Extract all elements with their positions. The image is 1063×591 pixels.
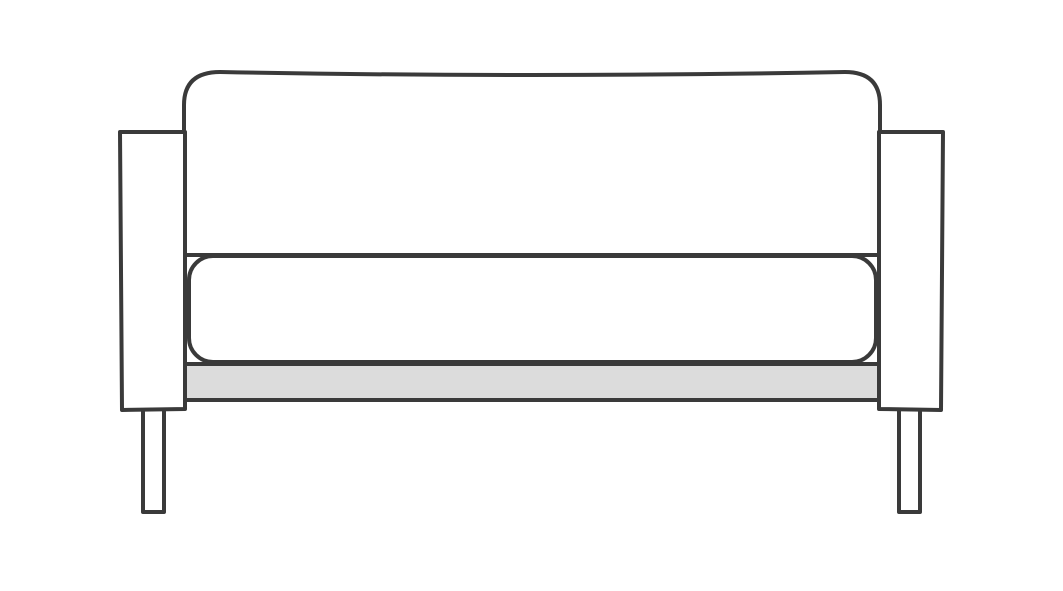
- right-leg: [897, 406, 922, 514]
- base-frame: [183, 362, 882, 402]
- right-armrest: [877, 130, 945, 412]
- left-armrest: [118, 130, 187, 412]
- seat-cushion: [187, 254, 878, 364]
- back-cushion: [182, 70, 882, 257]
- left-leg: [141, 406, 166, 514]
